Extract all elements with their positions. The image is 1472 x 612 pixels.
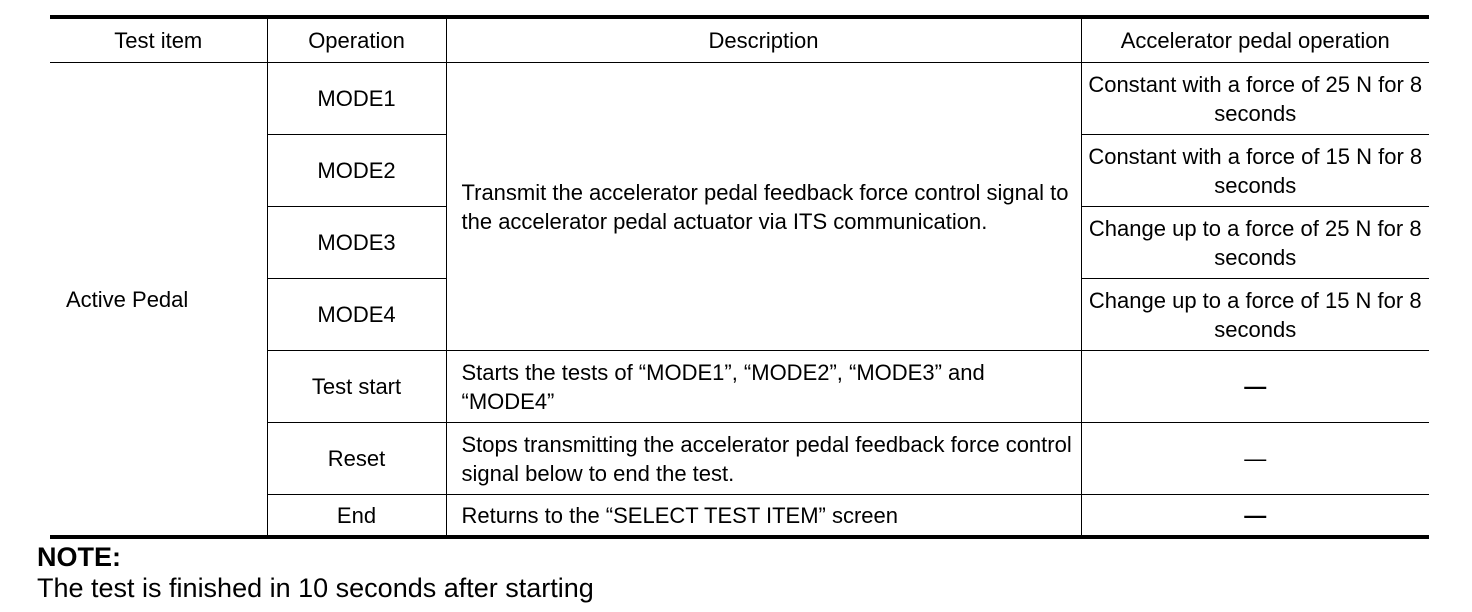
table-row: Active Pedal MODE1 Transmit the accelera… — [50, 62, 1429, 539]
table-row: Reset Stops transmitting the accelerator… — [50, 422, 1429, 495]
test-item-table: Test item Operation Description Accelera… — [50, 15, 1429, 539]
table-row: MODE4 Change up to a force of 15 N for 8… — [50, 278, 1429, 351]
header-operation: Operation — [266, 15, 446, 63]
description-cell: Stops transmitting the accelerator pedal… — [445, 422, 1081, 495]
pedal-operation-cell: Constant with a force of 25 N for 8 seco… — [1080, 62, 1429, 135]
pedal-operation-cell: — — [1080, 422, 1429, 495]
pedal-operation-cell: Constant with a force of 15 N for 8 seco… — [1080, 134, 1429, 207]
shared-description-cell: Transmit the accelerator pedal feedback … — [445, 62, 1081, 351]
pedal-operation-cell: Change up to a force of 25 N for 8 secon… — [1080, 206, 1429, 279]
pedal-operation-cell: — — [1080, 350, 1429, 423]
pedal-operation-cell: — — [1080, 494, 1429, 539]
table-row: End Returns to the “SELECT TEST ITEM” sc… — [50, 494, 1429, 539]
header-description: Description — [445, 15, 1081, 63]
operation-cell: End — [266, 494, 446, 539]
table-row: MODE3 Change up to a force of 25 N for 8… — [50, 206, 1429, 279]
header-test-item: Test item — [50, 15, 267, 63]
note-title: NOTE: — [37, 542, 121, 572]
pedal-operation-cell: Change up to a force of 15 N for 8 secon… — [1080, 278, 1429, 351]
header-pedal-operation: Accelerator pedal operation — [1080, 15, 1429, 63]
operation-cell: Test start — [266, 350, 446, 423]
note-text: The test is finished in 10 seconds after… — [37, 573, 594, 603]
operation-cell: MODE4 — [266, 278, 446, 351]
operation-cell: Reset — [266, 422, 446, 495]
operation-cell: MODE2 — [266, 134, 446, 207]
operation-cell: MODE3 — [266, 206, 446, 279]
table-header-row: Test item Operation Description Accelera… — [50, 15, 1429, 63]
description-cell: Starts the tests of “MODE1”, “MODE2”, “M… — [445, 350, 1081, 423]
description-cell: Returns to the “SELECT TEST ITEM” screen — [445, 494, 1081, 539]
test-item-cell: Active Pedal — [50, 62, 267, 539]
operation-cell: MODE1 — [266, 62, 446, 135]
table-row: MODE2 Constant with a force of 15 N for … — [50, 134, 1429, 207]
table-row: Test start Starts the tests of “MODE1”, … — [50, 350, 1429, 423]
